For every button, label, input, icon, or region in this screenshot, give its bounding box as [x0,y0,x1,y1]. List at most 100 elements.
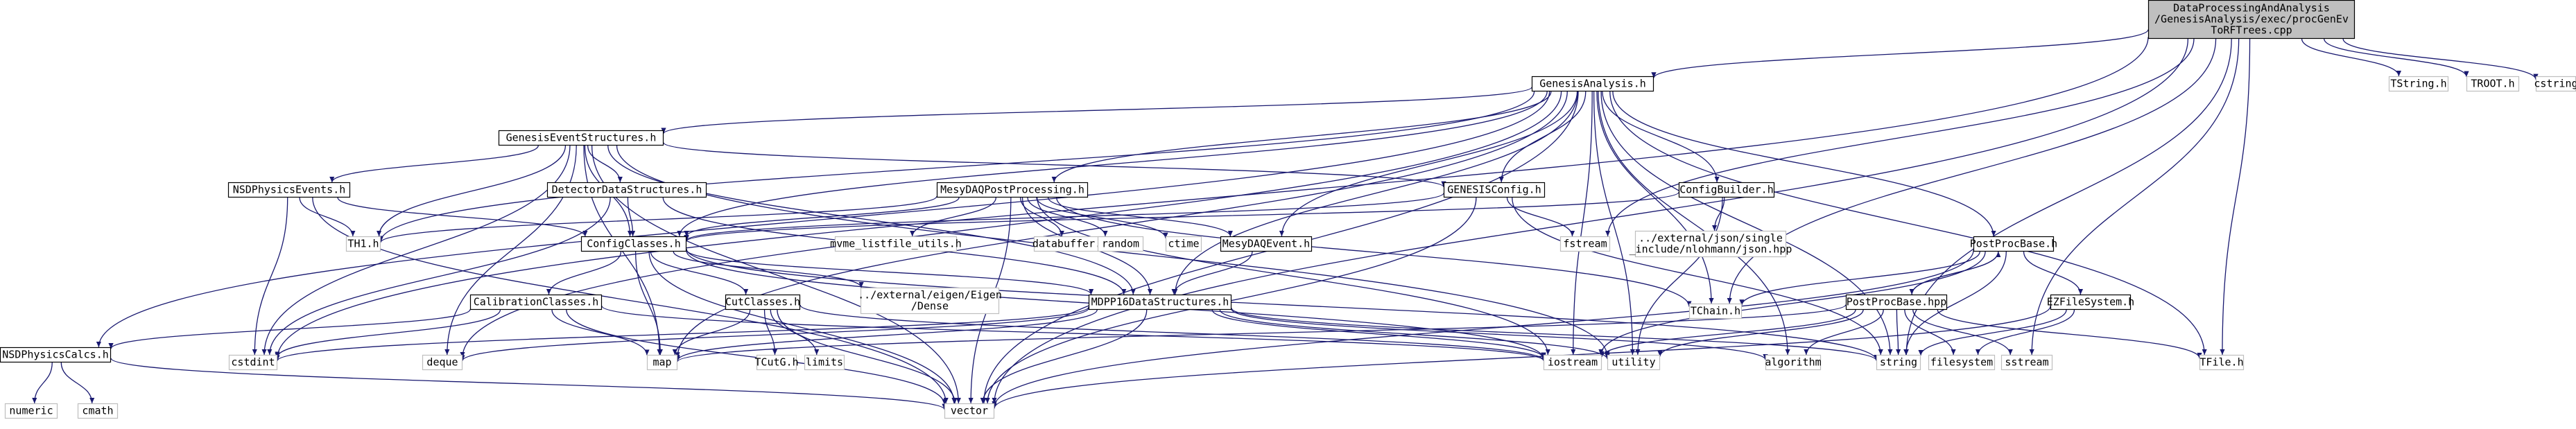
node-dataprocessingandanalysis-genesisanalysis-exec-procgenevtorftrees-cpp-box [2147,0,2355,40]
edge-root-to-tchain [1727,38,2217,304]
node-tcutg-h: TCutG.h [754,354,799,371]
node-calibrationclasses-h-label-0: CalibrationClasses.h [474,296,599,308]
edge-genesisanalysis-to-configbuilder [1602,91,1720,183]
node-nsdphysicsevents-h[interactable]: NSDPhysicsEvents.h [227,182,351,198]
node-utility-label-0: utility [1611,356,1655,369]
node-configbuilder-h[interactable]: ConfigBuilder.h [1678,182,1775,198]
file-nodes: DataProcessingAndAnalysis/GenesisAnalysi… [0,0,2576,419]
edge-cutclasses-to-limits [770,309,820,356]
edge-mdpp16-to-vector [980,309,1148,404]
node-mdpp16datastructures-h-label-0: MDPP16DataStructures.h [1091,296,1229,308]
edge-configclasses-to-string [686,249,1879,361]
node-troot-h-label-0: TROOT.h [2471,78,2514,90]
node-random-label-0: random [1102,238,1139,250]
node-genesiseventstructures-h-label-0: GenesisEventStructures.h [506,132,657,144]
edge-postprocbasehpp-to-iostream [1599,309,1856,358]
node-mdpp16datastructures-h-box [1088,294,1232,310]
node-algorithm: algorithm [1765,354,1822,371]
edge-mdpp16-to-iostream [1211,309,1546,359]
edge-configclasses-to-eigen [673,251,864,288]
node-nsdphysicscalcs-h[interactable]: NSDPhysicsCalcs.h [0,347,112,363]
node-genesisanalysis-h[interactable]: GenesisAnalysis.h [1531,76,1654,92]
node-ezfilesystem-h[interactable]: EZFileSystem.h [2047,294,2134,310]
node-calibrationclasses-h[interactable]: CalibrationClasses.h [469,294,603,310]
edge-postprocbasehpp-to-algorithm [1804,309,1884,356]
node-th1-h-label-0: TH1.h [347,238,379,250]
node-detectordatastructures-h-box [546,182,707,198]
node-tfile-h-box [2199,354,2245,371]
edge-genesisanalysis-to-th1 [378,91,1535,242]
node-mesydaqevent-h[interactable]: MesyDAQEvent.h [1220,236,1313,252]
edge-mesydaqpostprocessing-to-th1 [378,195,937,243]
edge-postprocbaseh-to-ezfilesystem [2023,251,2084,295]
edge-ezfilesystem-to-vector [992,306,2051,409]
edge-genesiseventstructures-to-nsdphysicsevents [329,145,539,183]
node-numeric: numeric [4,403,58,419]
edge-genesisconfig-to-configclasses [684,193,1444,241]
node-cstring-label-0: cstring [2534,78,2576,90]
edge-calibrationclasses-to-iostream [601,305,1546,362]
node-dataprocessingandanalysis-genesisanalysis-exec-procgenevtorftrees-cpp-label-1: /GenesisAnalysis/exec/procGenEv [2154,13,2349,26]
node-th1-h: TH1.h [345,236,381,252]
node-vector-label-0: vector [951,405,988,417]
node-dataprocessingandanalysis-genesisanalysis-exec-procgenevtorftrees-cpp[interactable]: DataProcessingAndAnalysis/GenesisAnalysi… [2147,0,2355,40]
node-cmath-box [77,403,119,419]
node-postprocbase-hpp[interactable]: PostProcBase.hpp [1845,294,1948,310]
node-troot-h: TROOT.h [2466,76,2520,92]
node-detectordatastructures-h[interactable]: DetectorDataStructures.h [546,182,707,198]
node-utility: utility [1607,354,1661,371]
edge-postprocbaseh-to-vector [992,250,1974,408]
edge-root-to-cstdint [275,37,2149,358]
node-detectordatastructures-h-label-0: DetectorDataStructures.h [552,184,702,196]
node-string: string [1876,354,1921,371]
node-filesystem-box [1928,354,1996,371]
edge-mesydaqpostprocessing-to-mvme [910,197,996,237]
edge-postprocbaseh-to-string [1903,251,2007,356]
node-cmath-label-0: cmath [82,405,113,417]
edge-mesydaqpostprocessing-to-ctime [1036,197,1168,238]
edge-nsdphysicsevents-to-configclasses [337,197,588,237]
edge-root-to-fstream [1605,38,2195,237]
node-sstream-label-0: sstream [2005,356,2048,369]
node-mesydaqpostprocessing-h[interactable]: MesyDAQPostProcessing.h [936,182,1089,198]
node-iostream: iostream [1543,354,1602,371]
edge-nsdphysicsevents-to-cstdint [252,197,288,356]
node-tchain-h-label-0: TChain.h [1691,305,1740,317]
edge-genesisanalysis-to-postprocbaseh [1612,91,1996,237]
node-mdpp16datastructures-h[interactable]: MDPP16DataStructures.h [1088,294,1232,310]
edge-configbuilder-to-utility [1635,197,1723,356]
node-nsdphysicsevents-h-box [227,182,351,198]
edge-mesydaqpostprocessing-to-iostream [1037,197,1550,356]
edge-nsdphysicscalcs-to-cmath [60,362,95,404]
edge-genesisanalysis-to-nsdphysicscalcs [96,91,1550,348]
edge-mdpp16-to-algorithm [1231,308,1768,360]
node-genesisconfig-h-box [1443,182,1546,198]
edge-postprocbasehpp-to-utility [1657,309,1864,357]
edge-mesydaqpostprocessing-to-configclasses [684,197,960,237]
node-external-eigen-eigen-dense-label-0: ../external/eigen/Eigen [858,289,1002,301]
node-ctime: ctime [1165,236,1202,252]
dependency-edges [32,29,2539,410]
node-dataprocessingandanalysis-genesisanalysis-exec-procgenevtorftrees-cpp-label-2: ToRFTrees.cpp [2211,24,2292,37]
edge-configbuilder-to-json [1711,197,1725,231]
edge-postprocbasehpp-to-tfile [1937,309,2202,359]
edge-cutclasses-to-vector [777,309,958,404]
node-limits-label-0: limits [806,356,843,369]
node-postprocbase-h[interactable]: PostProcBase.h [1970,236,2057,252]
node-configclasses-h[interactable]: ConfigClasses.h [580,236,687,252]
node-cutclasses-h[interactable]: CutClasses.h [725,294,800,310]
node-external-json-single-include-nlohmann-json-hpp: ../external/json/single_include/nlohmann… [1630,230,1792,258]
node-genesisconfig-h-label-0: GENESISConfig.h [1447,184,1541,196]
node-genesisconfig-h[interactable]: GENESISConfig.h [1443,182,1546,198]
edge-mesydaqpostprocessing-to-databuffer [1020,197,1064,237]
node-configclasses-h-box [580,236,687,252]
edge-ezfilesystem-to-filesystem [1975,309,2075,356]
node-ezfilesystem-h-box [2050,294,2132,310]
node-genesiseventstructures-h[interactable]: GenesisEventStructures.h [498,130,664,146]
node-postprocbase-hpp-box [1845,294,1948,310]
node-sstream-box [2000,354,2053,371]
edge-nsdphysicscalcs-to-numeric [32,362,53,404]
node-mvme-listfile-utils-h-label-0: mvme_listfile_utils.h [830,238,962,250]
node-filesystem-label-0: filesystem [1930,356,1993,369]
